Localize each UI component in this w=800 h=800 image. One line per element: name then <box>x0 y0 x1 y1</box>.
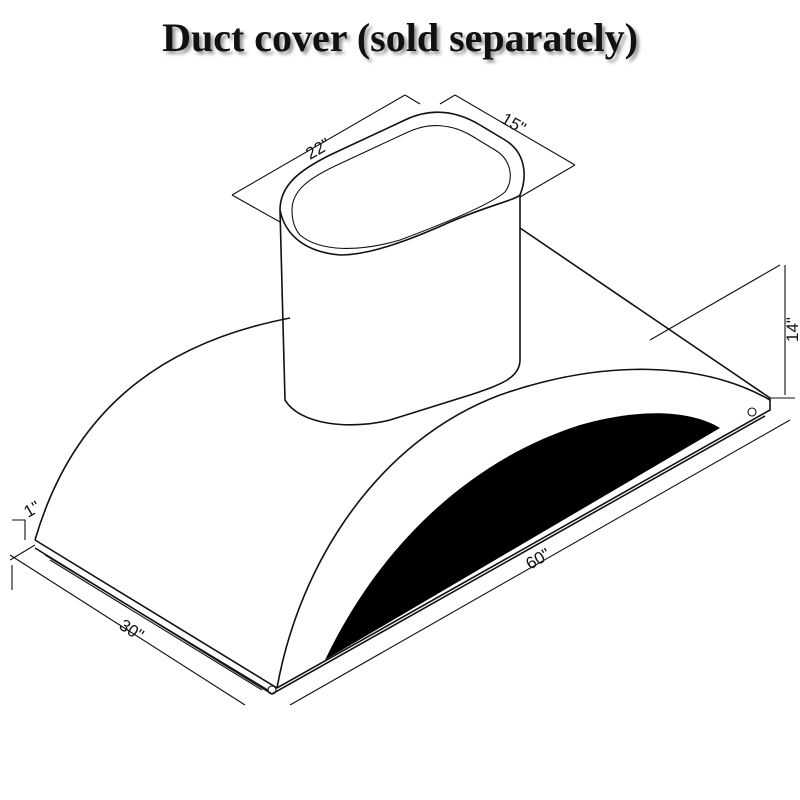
dimension-lines <box>9 94 795 706</box>
title: Duct cover (sold separately) <box>162 15 638 60</box>
lip-label: 1" <box>21 497 44 521</box>
hood-body <box>34 227 771 695</box>
duct-cover <box>279 111 525 426</box>
width-label: 60" <box>523 545 554 574</box>
hood-opening <box>325 413 720 660</box>
duct-depth-label: 15" <box>498 109 529 138</box>
depth-label: 30" <box>116 615 147 645</box>
height-label: 14" <box>783 317 800 342</box>
